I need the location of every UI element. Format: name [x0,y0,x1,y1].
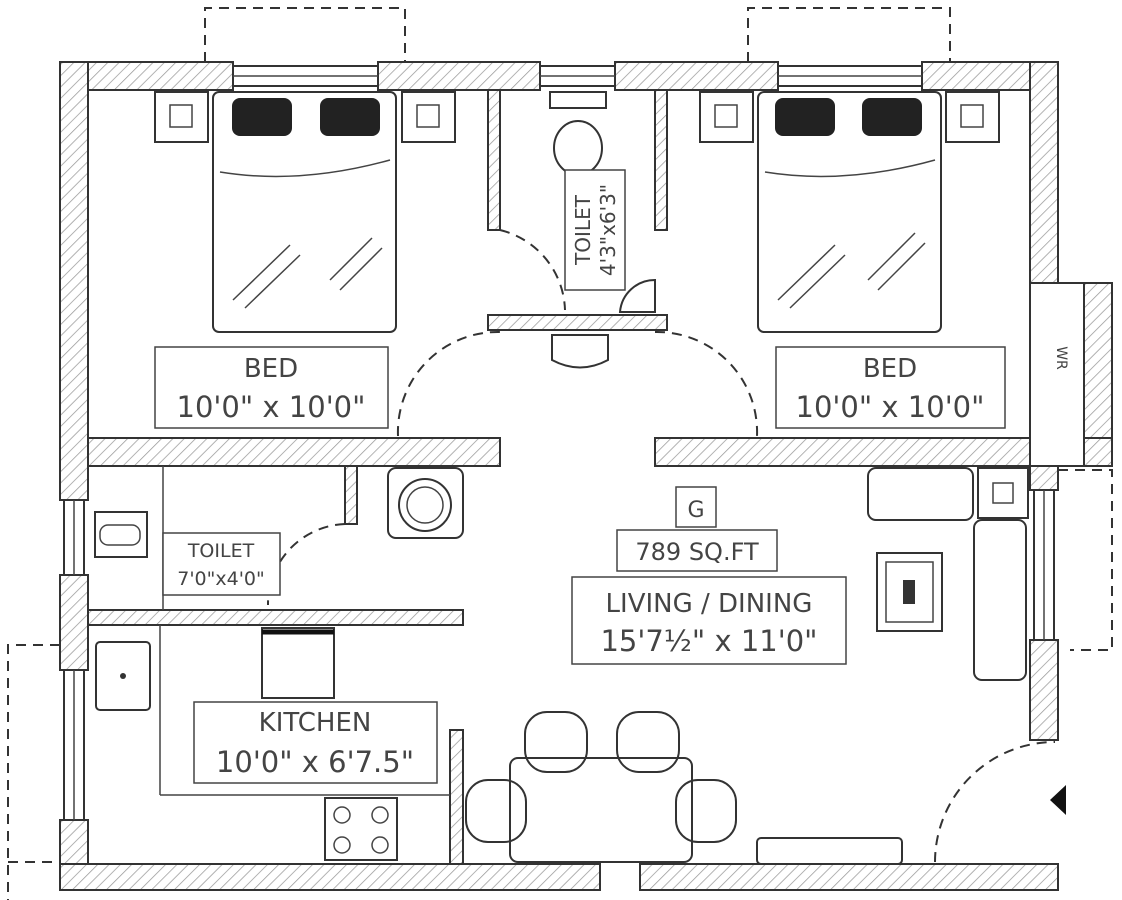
floor-area: 789 SQ.FT [635,538,759,566]
room-size: 10'0" x 10'0" [796,390,985,424]
room-name: BED [863,354,917,384]
bathroom-fixtures [94,91,609,558]
living-furniture [465,467,1029,865]
room-toilet-2: TOILET 7'0"x4'0" [162,532,281,596]
room-size: 4'3"x6'3" [596,184,620,276]
room-name: TOILET [571,194,595,266]
room-living-dining: LIVING / DINING 15'7½" x 11'0" [571,576,847,665]
room-size: 10'0" x 10'0" [177,390,366,424]
room-size: 15'7½" x 11'0" [600,624,817,658]
room-name: KITCHEN [259,708,372,738]
room-kitchen: KITCHEN 10'0" x 6'7.5" [193,701,438,784]
room-bed-2: BED 10'0" x 10'0" [775,346,1006,429]
bed-1-furniture [154,91,456,333]
room-name: LIVING / DINING [606,589,813,619]
bed-2-furniture [699,91,1000,333]
kitchen-fixtures [95,625,450,861]
room-name: BED [244,354,298,384]
room-size: 10'0" x 6'7.5" [216,745,414,779]
room-toilet-1: TOILET 4'3"x6'3" [564,169,626,291]
room-size: 7'0"x4'0" [177,568,265,590]
walls [59,61,1113,891]
floor-info: G 789 SQ.FT [616,486,778,572]
floor-label: G [687,498,704,523]
projections [7,7,1113,900]
room-name: TOILET [187,540,255,562]
entrance-arrow-icon [1050,785,1066,815]
wardrobe-label: WR [1053,346,1069,370]
room-bed-1: BED 10'0" x 10'0" [154,346,389,429]
windows [63,65,1055,821]
